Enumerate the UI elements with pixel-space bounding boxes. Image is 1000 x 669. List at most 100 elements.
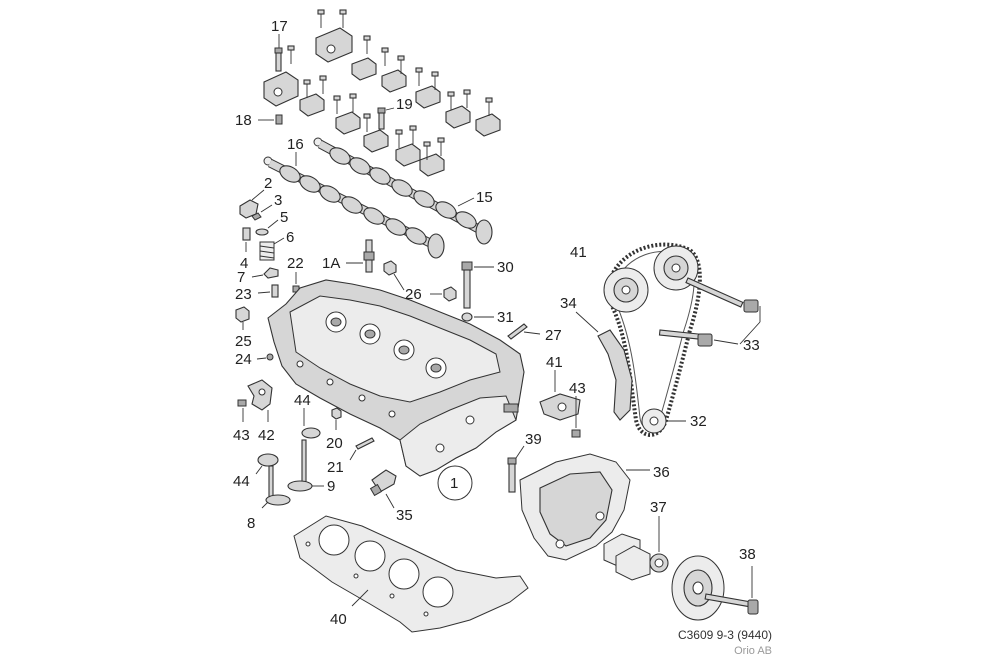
bearing-cap [299,93,325,117]
bracket-42 [247,379,273,411]
bearing-cap [263,71,299,107]
label-23: 23 [235,286,252,303]
guide-23 [271,284,279,298]
retainer-5 [255,228,269,236]
bearing-cap [351,57,377,81]
bolt-19 [377,107,386,130]
valve-8 [265,465,291,506]
label-42: 42 [258,427,275,444]
bolt-43-right [571,429,581,438]
label-22: 22 [287,255,304,272]
bolt-33-low [658,329,713,347]
bearing-cap [445,105,471,129]
label-33: 33 [743,337,760,354]
bolt-43-left [237,399,247,407]
plug-26 [383,260,457,302]
label-7: 7 [237,269,245,286]
bearing-cap [475,113,501,137]
washer-31 [461,312,473,322]
gasket-rings [603,533,651,581]
label-24: 24 [235,351,252,368]
camshaft-15 [313,137,493,245]
label-41-top: 41 [570,244,587,261]
bearing-caps-group [263,9,501,177]
label-9: 9 [327,478,335,495]
seal-44-top [301,427,321,439]
cam-sprocket-left [603,267,649,313]
label-18: 18 [235,112,252,129]
spark-plug-1A [363,239,375,273]
label-43-left: 43 [233,427,250,444]
label-34: 34 [560,295,577,312]
pin-21 [355,437,375,450]
tensioner-bracket-41 [539,393,581,421]
bearing-cap [363,129,389,153]
head-gasket-40 [293,515,529,633]
bolt-17 [274,47,283,72]
label-2: 2 [264,175,272,192]
sensor-35 [369,469,397,497]
spring-6 [259,241,275,261]
clip-3 [251,212,262,221]
label-5: 5 [280,209,288,226]
chain-guide-34 [597,329,633,421]
lifter-4 [242,227,251,241]
seal-37 [649,553,669,573]
bearing-cap [419,153,445,177]
label-1: 1 [450,475,458,492]
seal-44-low [257,453,279,467]
bearing-cap [415,85,441,109]
head-bolt-30 [461,261,473,309]
label-17: 17 [271,18,288,35]
label-35: 35 [396,507,413,524]
brand-credit: Orio AB [734,645,772,657]
cap-25 [235,306,250,323]
valve-9 [287,439,313,492]
seal-20 [331,407,342,420]
crank-sprocket-32 [641,408,667,434]
label-44-top: 44 [294,392,311,409]
label-37: 37 [650,499,667,516]
label-19: 19 [396,96,413,113]
dowel-18 [275,114,283,125]
plug-24 [266,353,274,361]
label-20: 20 [326,435,343,452]
label-36: 36 [653,464,670,481]
label-1A: 1A [322,255,340,272]
label-43-right: 43 [569,380,586,397]
figure-code: C3609 9-3 (9440) [677,628,772,642]
bolt-39 [507,457,517,493]
label-3: 3 [274,192,282,209]
label-21: 21 [327,459,344,476]
bolt-33-top [685,277,759,313]
bearing-cap [395,143,421,167]
bearing-cap [315,27,353,63]
label-25: 25 [235,333,252,350]
timing-cover-36 [519,453,631,561]
bearing-cap [381,69,407,93]
label-27: 27 [545,327,562,344]
pin-27 [507,323,528,340]
label-26: 26 [405,286,422,303]
cap-bolts [287,9,493,160]
label-39: 39 [525,431,542,448]
label-32: 32 [690,413,707,430]
label-30: 30 [497,259,514,276]
seat-7 [263,267,279,279]
camshaft-16 [263,156,445,259]
label-4: 4 [240,255,248,272]
callout-1 [437,465,473,501]
label-6: 6 [286,229,294,246]
label-31: 31 [497,309,514,326]
label-15: 15 [476,189,493,206]
bearing-cap [335,111,361,135]
pulley-38 [671,555,759,621]
label-8: 8 [247,515,255,532]
cylinder-head [267,279,525,477]
label-16: 16 [287,136,304,153]
label-38: 38 [739,546,756,563]
label-40: 40 [330,611,347,628]
label-41-low: 41 [546,354,563,371]
label-44-low: 44 [233,473,250,490]
